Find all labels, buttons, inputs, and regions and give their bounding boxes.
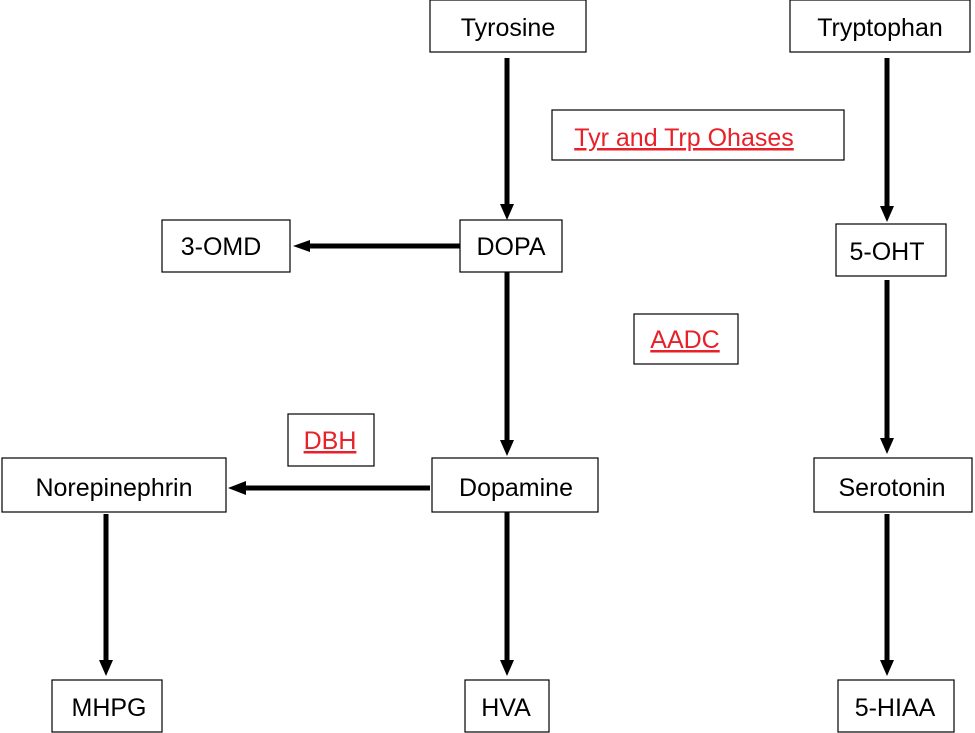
arrow-norepinephrin-to-mhpg — [99, 514, 113, 676]
arrow-dopamine-to-norepinephrin — [228, 481, 430, 495]
node-serotonin: Serotonin — [813, 457, 973, 513]
node-5-oht: 5-OHT — [835, 223, 947, 277]
label-3-omd: 3-OMD — [181, 233, 262, 261]
arrow-dopa-to-3-omd — [293, 240, 460, 252]
node-tyrosine: Tyrosine — [429, 0, 587, 53]
node-dopamine: Dopamine — [431, 457, 599, 513]
label-5-oht: 5-OHT — [850, 238, 925, 266]
arrow-dopamine-to-hva — [500, 512, 514, 676]
label-5-hiaa: 5-HIAA — [855, 694, 936, 722]
enzyme-aadc: AADC — [633, 313, 739, 365]
label-dbh: DBH — [304, 427, 357, 455]
edges — [99, 58, 894, 676]
label-tryptophan: Tryptophan — [817, 14, 943, 42]
label-tyrosine: Tyrosine — [461, 14, 555, 42]
label-hva: HVA — [481, 694, 531, 722]
node-mhpg: MHPG — [51, 679, 163, 733]
label-norepinephrin: Norepinephrin — [35, 474, 192, 502]
node-norepinephrin: Norepinephrin — [1, 457, 227, 513]
label-serotonin: Serotonin — [838, 474, 945, 502]
label-mhpg: MHPG — [72, 694, 147, 722]
node-dopa: DOPA — [459, 219, 563, 273]
arrow-5-oht-to-serotonin — [880, 280, 894, 454]
label-dopamine: Dopamine — [459, 474, 573, 502]
node-5-hiaa: 5-HIAA — [837, 679, 955, 733]
label-aadc: AADC — [650, 326, 719, 354]
node-tryptophan: Tryptophan — [789, 0, 971, 53]
arrow-tyrosine-to-dopa — [500, 58, 514, 220]
enzyme-dbh: DBH — [287, 413, 375, 467]
arrow-serotonin-to-5-hiaa — [880, 514, 894, 676]
label-dopa: DOPA — [477, 233, 546, 261]
arrow-dopa-to-dopamine — [500, 272, 514, 456]
label-tyr-trp-ohases: Tyr and Trp Ohases — [574, 124, 794, 152]
arrow-tryptophan-to-5-oht — [880, 58, 894, 222]
node-3-omd: 3-OMD — [161, 219, 291, 273]
node-hva: HVA — [464, 679, 550, 733]
enzyme-tyr-trp-ohases: Tyr and Trp Ohases — [551, 109, 845, 161]
